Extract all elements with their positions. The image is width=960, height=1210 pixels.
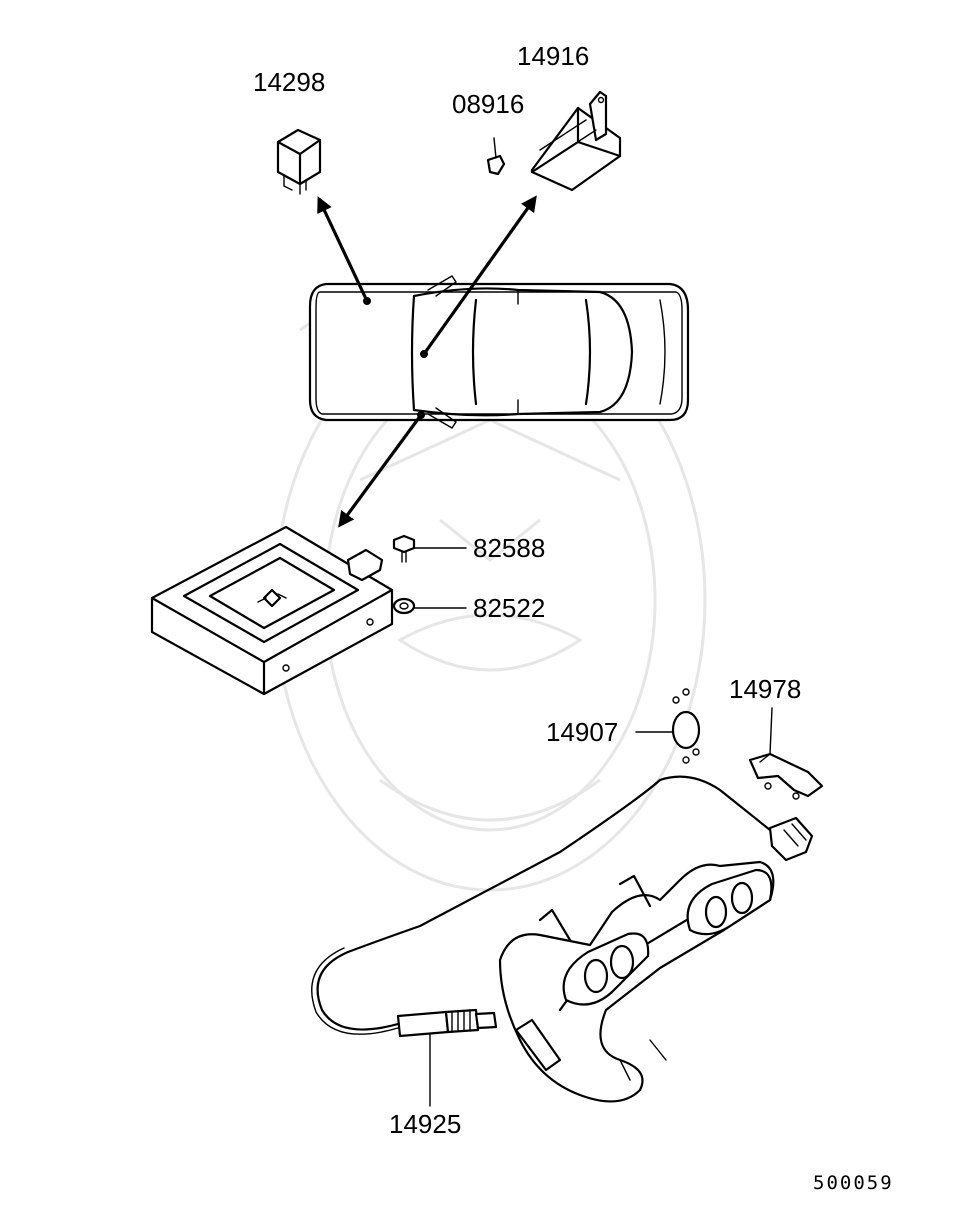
vehicle-top-view xyxy=(308,275,690,429)
bolt-part[interactable] xyxy=(392,534,467,563)
part-number-82588: 82588 xyxy=(473,533,545,563)
part-number-14925: 14925 xyxy=(389,1109,461,1139)
diagram-reference: 500059 xyxy=(813,1172,894,1194)
oxygen-sensor-part[interactable] xyxy=(311,775,814,1107)
part-number-14907: 14978 xyxy=(729,674,801,704)
location-arrows xyxy=(317,195,537,528)
exhaust-manifold xyxy=(498,860,775,1103)
part-number-14978: 14907 xyxy=(546,717,618,747)
screw-part[interactable] xyxy=(486,137,506,176)
part-number-82522: 82522 xyxy=(473,593,545,623)
relay-part[interactable] xyxy=(276,128,322,195)
control-unit-box-part[interactable] xyxy=(530,90,622,192)
engine-control-unit[interactable] xyxy=(150,525,394,696)
sensor-bracket-part[interactable] xyxy=(748,707,824,800)
part-number-14916: 14916 xyxy=(517,41,589,71)
part-number-14298: 14298 xyxy=(253,67,325,97)
gasket-part[interactable] xyxy=(635,688,701,764)
part-number-08916: 08916 xyxy=(452,89,524,119)
washer-part[interactable] xyxy=(392,597,467,615)
